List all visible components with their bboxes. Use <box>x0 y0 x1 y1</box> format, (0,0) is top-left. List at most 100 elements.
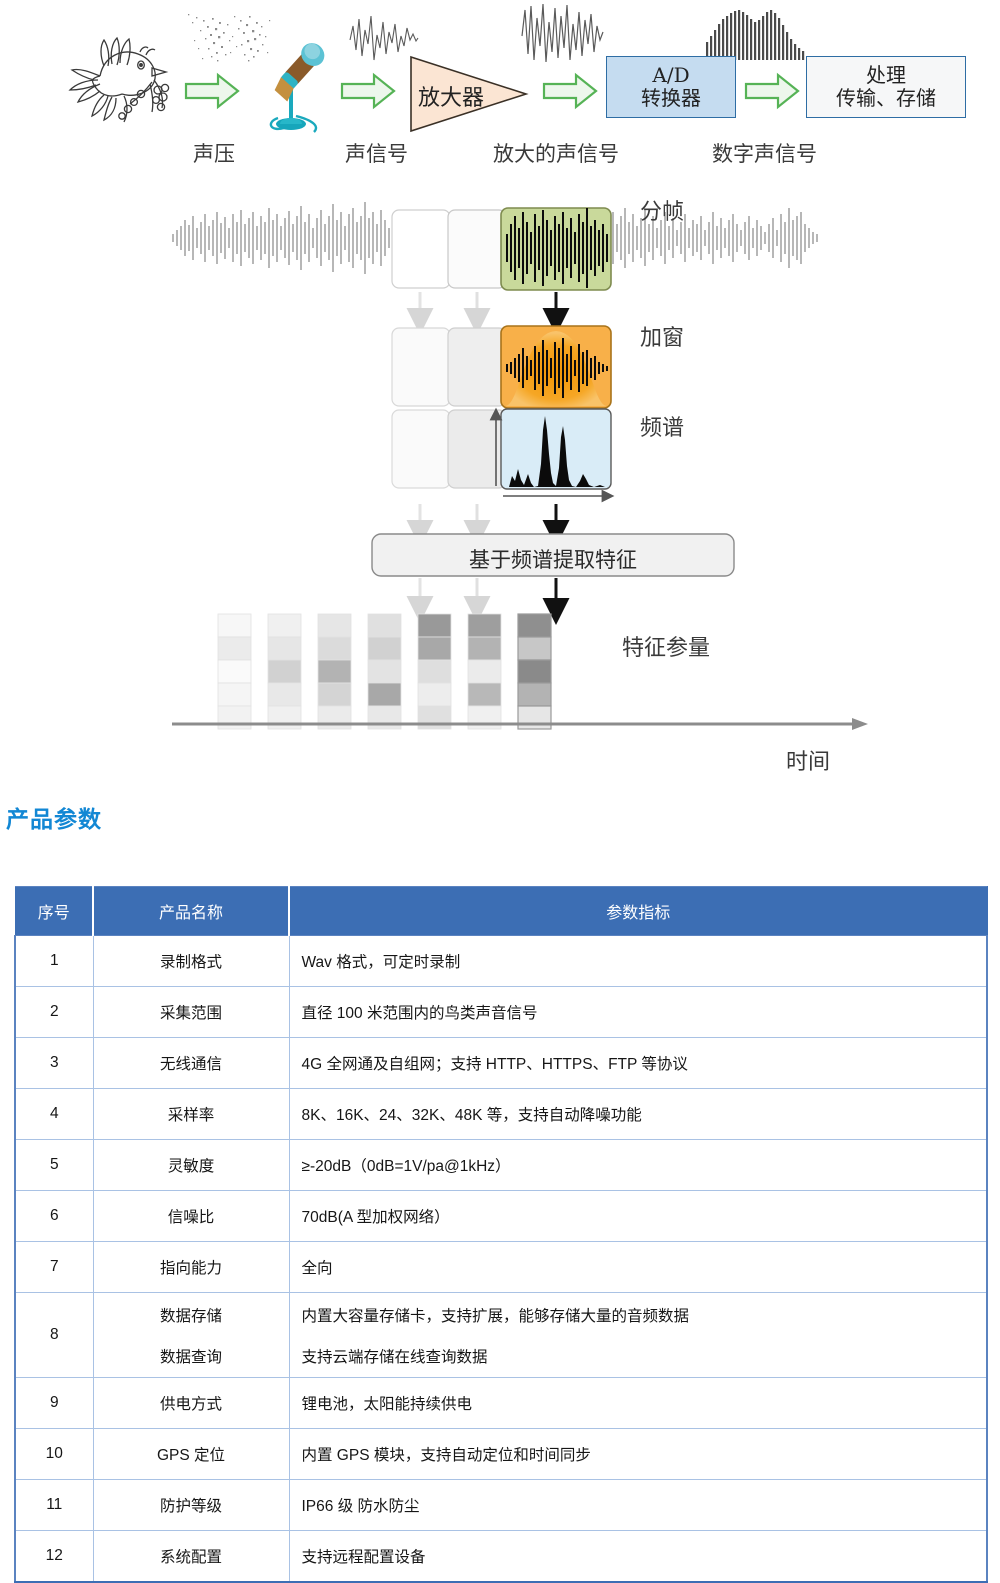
cell-no: 3 <box>14 1037 94 1089</box>
cell-name: 指向能力 <box>92 1241 290 1293</box>
amplified-waveform-icon <box>521 3 604 63</box>
processing-node: 处理 传输、存储 <box>806 56 966 118</box>
cell-name: 防护等级 <box>92 1479 290 1531</box>
feature-cell <box>367 659 402 684</box>
signal-chain-diagram: 放大器 A/D 转换器 处理 传输、存储 声压 声信号 放大的声信号 数字声信号 <box>0 0 1000 178</box>
cell-no: 7 <box>14 1241 94 1293</box>
cell-value: 内置 GPS 模块，支持自动定位和时间同步 <box>288 1428 988 1480</box>
cell-name: 录制格式 <box>92 935 290 987</box>
digital-signal-bars-icon <box>706 10 805 60</box>
cell-name: 采样率 <box>92 1088 290 1140</box>
feature-cell <box>217 659 252 684</box>
feature-cell <box>517 659 552 684</box>
feature-cell <box>417 659 452 684</box>
feature-cell <box>217 613 252 638</box>
feature-cell <box>467 659 502 684</box>
cell-name: 系统配置 <box>92 1530 290 1583</box>
time-axis-arrowhead <box>852 718 868 730</box>
cell-name: 无线通信 <box>92 1037 290 1089</box>
feature-cell <box>517 636 552 661</box>
feature-cell <box>517 705 552 730</box>
cell-no: 10 <box>14 1428 94 1480</box>
feature-cell <box>417 682 452 707</box>
amplifier-label: 放大器 <box>418 86 485 111</box>
feature-cell <box>267 705 302 730</box>
flow-arrow-icon <box>542 72 598 110</box>
microphone-icon <box>269 43 325 133</box>
feature-extraction-box <box>371 533 735 577</box>
cell-no: 2 <box>14 986 94 1038</box>
caption-digital-signal: 数字声信号 <box>712 142 817 166</box>
feature-cell <box>367 682 402 707</box>
feature-cell <box>317 613 352 638</box>
cell-name: 供电方式 <box>92 1377 290 1429</box>
feature-cell <box>367 705 402 730</box>
feature-cell <box>217 705 252 730</box>
feature-extraction-pipeline: 分帧 加窗 频谱 特征参量 时间 基于频谱提取特征 <box>0 178 1000 790</box>
adc-label-line2: 转换器 <box>641 86 701 110</box>
windowing-boxes <box>391 325 612 409</box>
flow-arrow-icon <box>744 72 800 110</box>
caption-sound-signal: 声信号 <box>345 142 408 166</box>
cell-value: 内置大容量存储卡，支持扩展，能够存储大量的音频数据支持云端存储在线查询数据 <box>288 1292 988 1378</box>
amplifier-node: 放大器 <box>408 54 530 134</box>
processing-label-line1: 处理 <box>866 63 906 87</box>
feature-cell <box>467 682 502 707</box>
flow-arrow-icon <box>340 72 396 110</box>
feature-cell <box>517 682 552 707</box>
cell-no: 8 <box>14 1292 94 1378</box>
feature-cell <box>517 613 552 638</box>
caption-sound-pressure: 声压 <box>193 142 235 166</box>
cell-value: 70dB(A 型加权网络） <box>288 1190 988 1242</box>
feature-cell <box>267 636 302 661</box>
cell-no: 11 <box>14 1479 94 1531</box>
feature-cell <box>267 682 302 707</box>
adc-node: A/D 转换器 <box>606 56 736 118</box>
step-label-windowing: 加窗 <box>640 326 685 351</box>
cell-name: 信噪比 <box>92 1190 290 1242</box>
feature-cell <box>467 613 502 638</box>
processing-label-line2: 传输、存储 <box>836 86 936 110</box>
page-title: 产品参数 <box>6 806 102 832</box>
cell-value: 支持远程配置设备 <box>288 1530 988 1583</box>
feature-cell <box>417 636 452 661</box>
cell-no: 12 <box>14 1530 94 1583</box>
cell-no: 4 <box>14 1088 94 1140</box>
feature-matrix <box>217 613 552 730</box>
step-label-framing: 分帧 <box>640 200 685 225</box>
caption-amplified-signal: 放大的声信号 <box>493 142 619 166</box>
cell-name: 数据存储数据查询 <box>92 1292 290 1378</box>
cell-value: ≥-20dB（0dB=1V/pa@1kHz） <box>288 1139 988 1191</box>
cell-no: 6 <box>14 1190 94 1242</box>
cell-value: IP66 级 防水防尘 <box>288 1479 988 1531</box>
cell-no: 1 <box>14 935 94 987</box>
cell-value: Wav 格式，可定时录制 <box>288 935 988 987</box>
feature-cell <box>317 636 352 661</box>
cell-name: 灵敏度 <box>92 1139 290 1191</box>
cell-value: 全向 <box>288 1241 988 1293</box>
spectrum-boxes <box>391 407 615 503</box>
feature-matrix-label: 特征参量 <box>622 636 711 661</box>
feature-cell <box>267 659 302 684</box>
cell-name: 采集范围 <box>92 986 290 1038</box>
table-header-row: 序号 产品名称 参数指标 <box>14 886 988 936</box>
column-header-no: 序号 <box>14 886 94 936</box>
column-header-value: 参数指标 <box>288 886 988 936</box>
flow-arrow-icon <box>184 72 240 110</box>
cell-value: 4G 全网通及自组网；支持 HTTP、HTTPS、FTP 等协议 <box>288 1037 988 1089</box>
cell-no: 5 <box>14 1139 94 1191</box>
feature-cell <box>317 682 352 707</box>
feature-cell <box>217 682 252 707</box>
feature-cell <box>417 613 452 638</box>
